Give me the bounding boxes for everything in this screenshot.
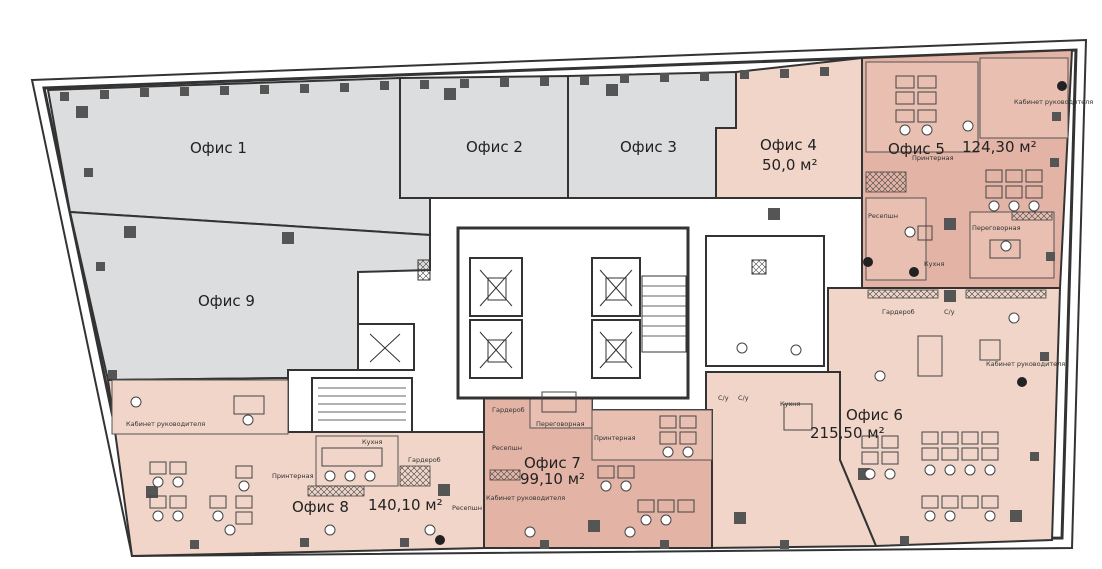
- room-label-o6-wardrobe: Гардероб: [882, 308, 915, 316]
- office-7-area-label: 99,10 м²: [520, 470, 585, 488]
- room-label-o7-meeting: Переговорная: [536, 420, 585, 428]
- office-5-meeting: [969, 211, 1055, 279]
- plants: [435, 81, 1067, 545]
- office-4-area[interactable]: [715, 56, 863, 199]
- room-label-o8-head: Кабинет руководителя: [126, 420, 205, 428]
- chairs: [130, 120, 1040, 538]
- storage-hatch: [307, 171, 1053, 497]
- room-label-o6-kitchen: Кухня: [780, 400, 801, 408]
- room-label-o6-wc2: С/у: [718, 394, 729, 402]
- room-label-o6-wc: С/у: [944, 308, 955, 316]
- office-8-head-room: [111, 379, 289, 435]
- office-8-label: Офис 8: [292, 498, 349, 516]
- office-4-label: Офис 4: [760, 136, 817, 154]
- office-6-label: Офис 6: [846, 406, 903, 424]
- office-9-label: Офис 9: [198, 292, 255, 310]
- room-label-o5-printer: Принтерная: [912, 154, 954, 162]
- room-label-o7-reception: Ресепшн: [492, 444, 522, 452]
- room-label-o7-wardrobe: Гардероб: [492, 406, 525, 414]
- room-label-o6-head: Кабинет руководителя: [986, 360, 1065, 368]
- columns: [60, 67, 1061, 549]
- room-label-o8-kitchen: Кухня: [362, 438, 383, 446]
- room-label-o6-wc3: С/у: [738, 394, 749, 402]
- office-2-label: Офис 2: [466, 138, 523, 156]
- room-label-o7-printer: Принтерная: [594, 434, 636, 442]
- office-7-label: Офис 7: [524, 454, 581, 472]
- office-4-area-label: 50,0 м²: [762, 156, 818, 174]
- building-inner-outline: [42, 48, 1078, 548]
- desks: [149, 75, 1043, 525]
- room-label-o5-reception: Ресепшн: [868, 212, 898, 220]
- room-label-o5-kitchen: Кухня: [924, 260, 945, 268]
- office-5-open-space: [865, 61, 979, 153]
- room-label-o8-printer: Принтерная: [272, 472, 314, 480]
- office-3-area[interactable]: [567, 70, 737, 199]
- office-5-reception: [865, 197, 927, 281]
- office-1-label: Офис 1: [190, 139, 247, 157]
- room-label-o8-reception: Ресепшн: [452, 504, 482, 512]
- office-5-label: Офис 5: [888, 140, 945, 158]
- room-label-o8-wardrobe: Гардероб: [408, 456, 441, 464]
- office-2-area[interactable]: [399, 74, 569, 199]
- room-label-o5-head: Кабинет руководителя: [1014, 98, 1093, 106]
- office-3-label: Офис 3: [620, 138, 677, 156]
- room-label-o7-head: Кабинет руководителя: [486, 494, 565, 502]
- building-core: [311, 226, 825, 433]
- office-6-area-label: 215,50 м²: [810, 424, 885, 442]
- office-5-area-label: 124,30 м²: [962, 138, 1037, 156]
- office-8-area-label: 140,10 м²: [368, 496, 443, 514]
- office-5-head-room: [979, 57, 1069, 139]
- room-label-o5-meeting: Переговорная: [972, 224, 1021, 232]
